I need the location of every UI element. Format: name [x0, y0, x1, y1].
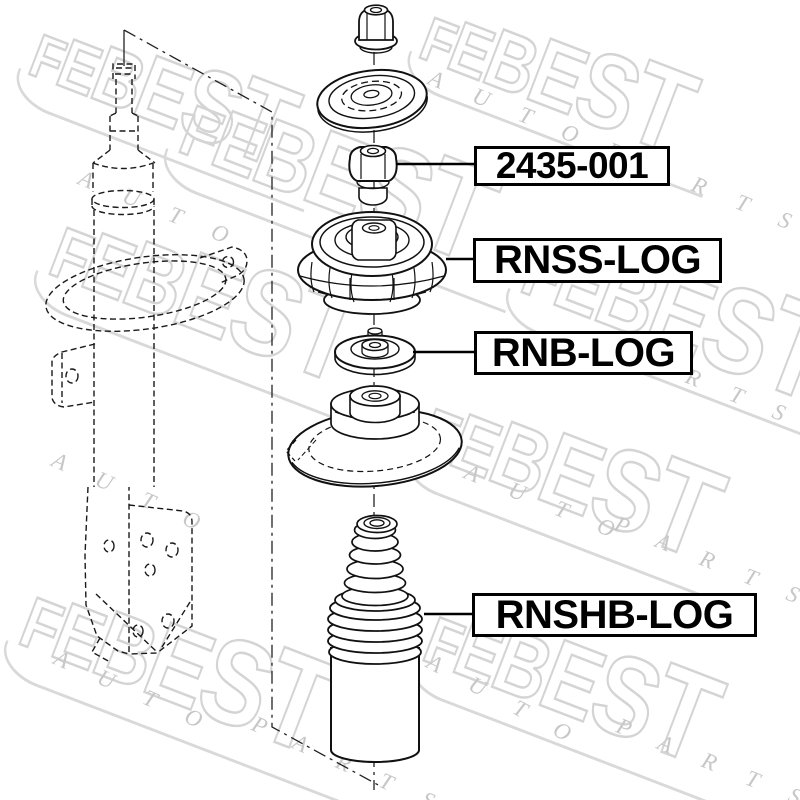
bearing-rnb [334, 327, 416, 376]
strut-assembly-ghost [45, 63, 248, 663]
upper-spring-seat [285, 385, 463, 488]
bump-stop-boot-rnshb [327, 514, 423, 763]
leader-lines [396, 162, 475, 616]
support-nut-2435-001 [348, 144, 398, 206]
flange-nut [354, 4, 398, 54]
part-label-rnb-log: RNB-LOG [474, 331, 693, 375]
upper-mount-plate-washer [316, 68, 428, 133]
part-label-rnshb-log: RNSHB-LOG [472, 593, 757, 637]
part-label-2435-001: 2435-001 [474, 145, 670, 186]
part-label-rnss-log: RNSS-LOG [473, 238, 722, 283]
strut-mount-rnss [297, 211, 447, 315]
